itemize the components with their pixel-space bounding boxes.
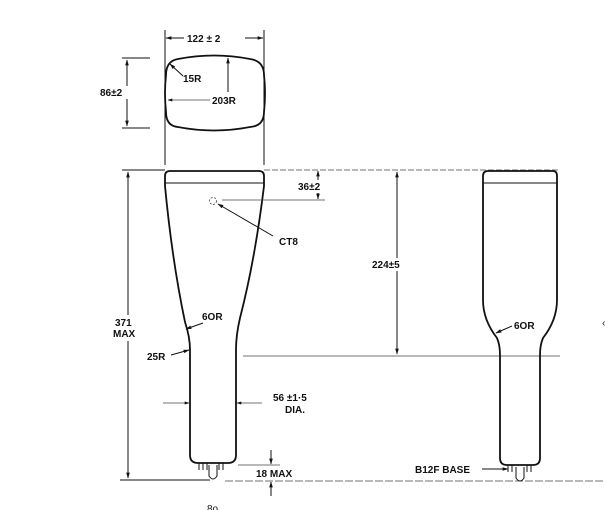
tube-outline xyxy=(482,170,558,466)
edge-mark: ‹ xyxy=(602,318,605,329)
pin-length-label: 18 MAX xyxy=(256,469,292,480)
leader-line xyxy=(169,63,184,77)
face-height-label: 86±2 xyxy=(100,88,123,99)
face-outline xyxy=(164,54,266,132)
corner-radius-label: 15R xyxy=(183,74,202,85)
page-fragment: 8o xyxy=(207,504,219,510)
label-bg xyxy=(112,315,142,341)
base-pins xyxy=(198,463,224,480)
funnel-radius-right-label: 6OR xyxy=(514,321,535,332)
tube-outline xyxy=(164,170,265,464)
overall-length-suffix: MAX xyxy=(113,329,136,340)
deflection-length-label: 224±5 xyxy=(372,260,400,271)
reference-offset-label: 36±2 xyxy=(298,182,321,193)
leader-line xyxy=(185,322,204,330)
reference-point-icon xyxy=(209,197,217,205)
neck-radius-label: 25R xyxy=(147,352,166,363)
neck-diameter-label: 56 ±1·5 xyxy=(273,393,307,404)
face-radius-label: 203R xyxy=(212,96,237,107)
neck-diameter-suffix: DIA. xyxy=(285,405,305,416)
label-bg xyxy=(372,258,422,271)
leader-line xyxy=(217,203,274,237)
base-label: B12F BASE xyxy=(415,465,470,476)
face-view: 122 ± 2 86±2 15R 203R xyxy=(100,30,266,165)
leader-line xyxy=(170,349,190,356)
overall-length-value: 371 xyxy=(115,318,132,329)
funnel-radius-left-label: 6OR xyxy=(202,312,223,323)
base-pins xyxy=(507,465,532,482)
label-bg xyxy=(100,86,140,99)
reference-label: CT8 xyxy=(279,237,298,248)
face-width-label: 122 ± 2 xyxy=(187,34,221,45)
leader-line xyxy=(495,325,513,334)
side-view-left: CT8 6OR 25R 56 ±1·5 DIA. xyxy=(147,170,307,480)
side-view-right: 6OR B12F BASE xyxy=(415,170,558,482)
